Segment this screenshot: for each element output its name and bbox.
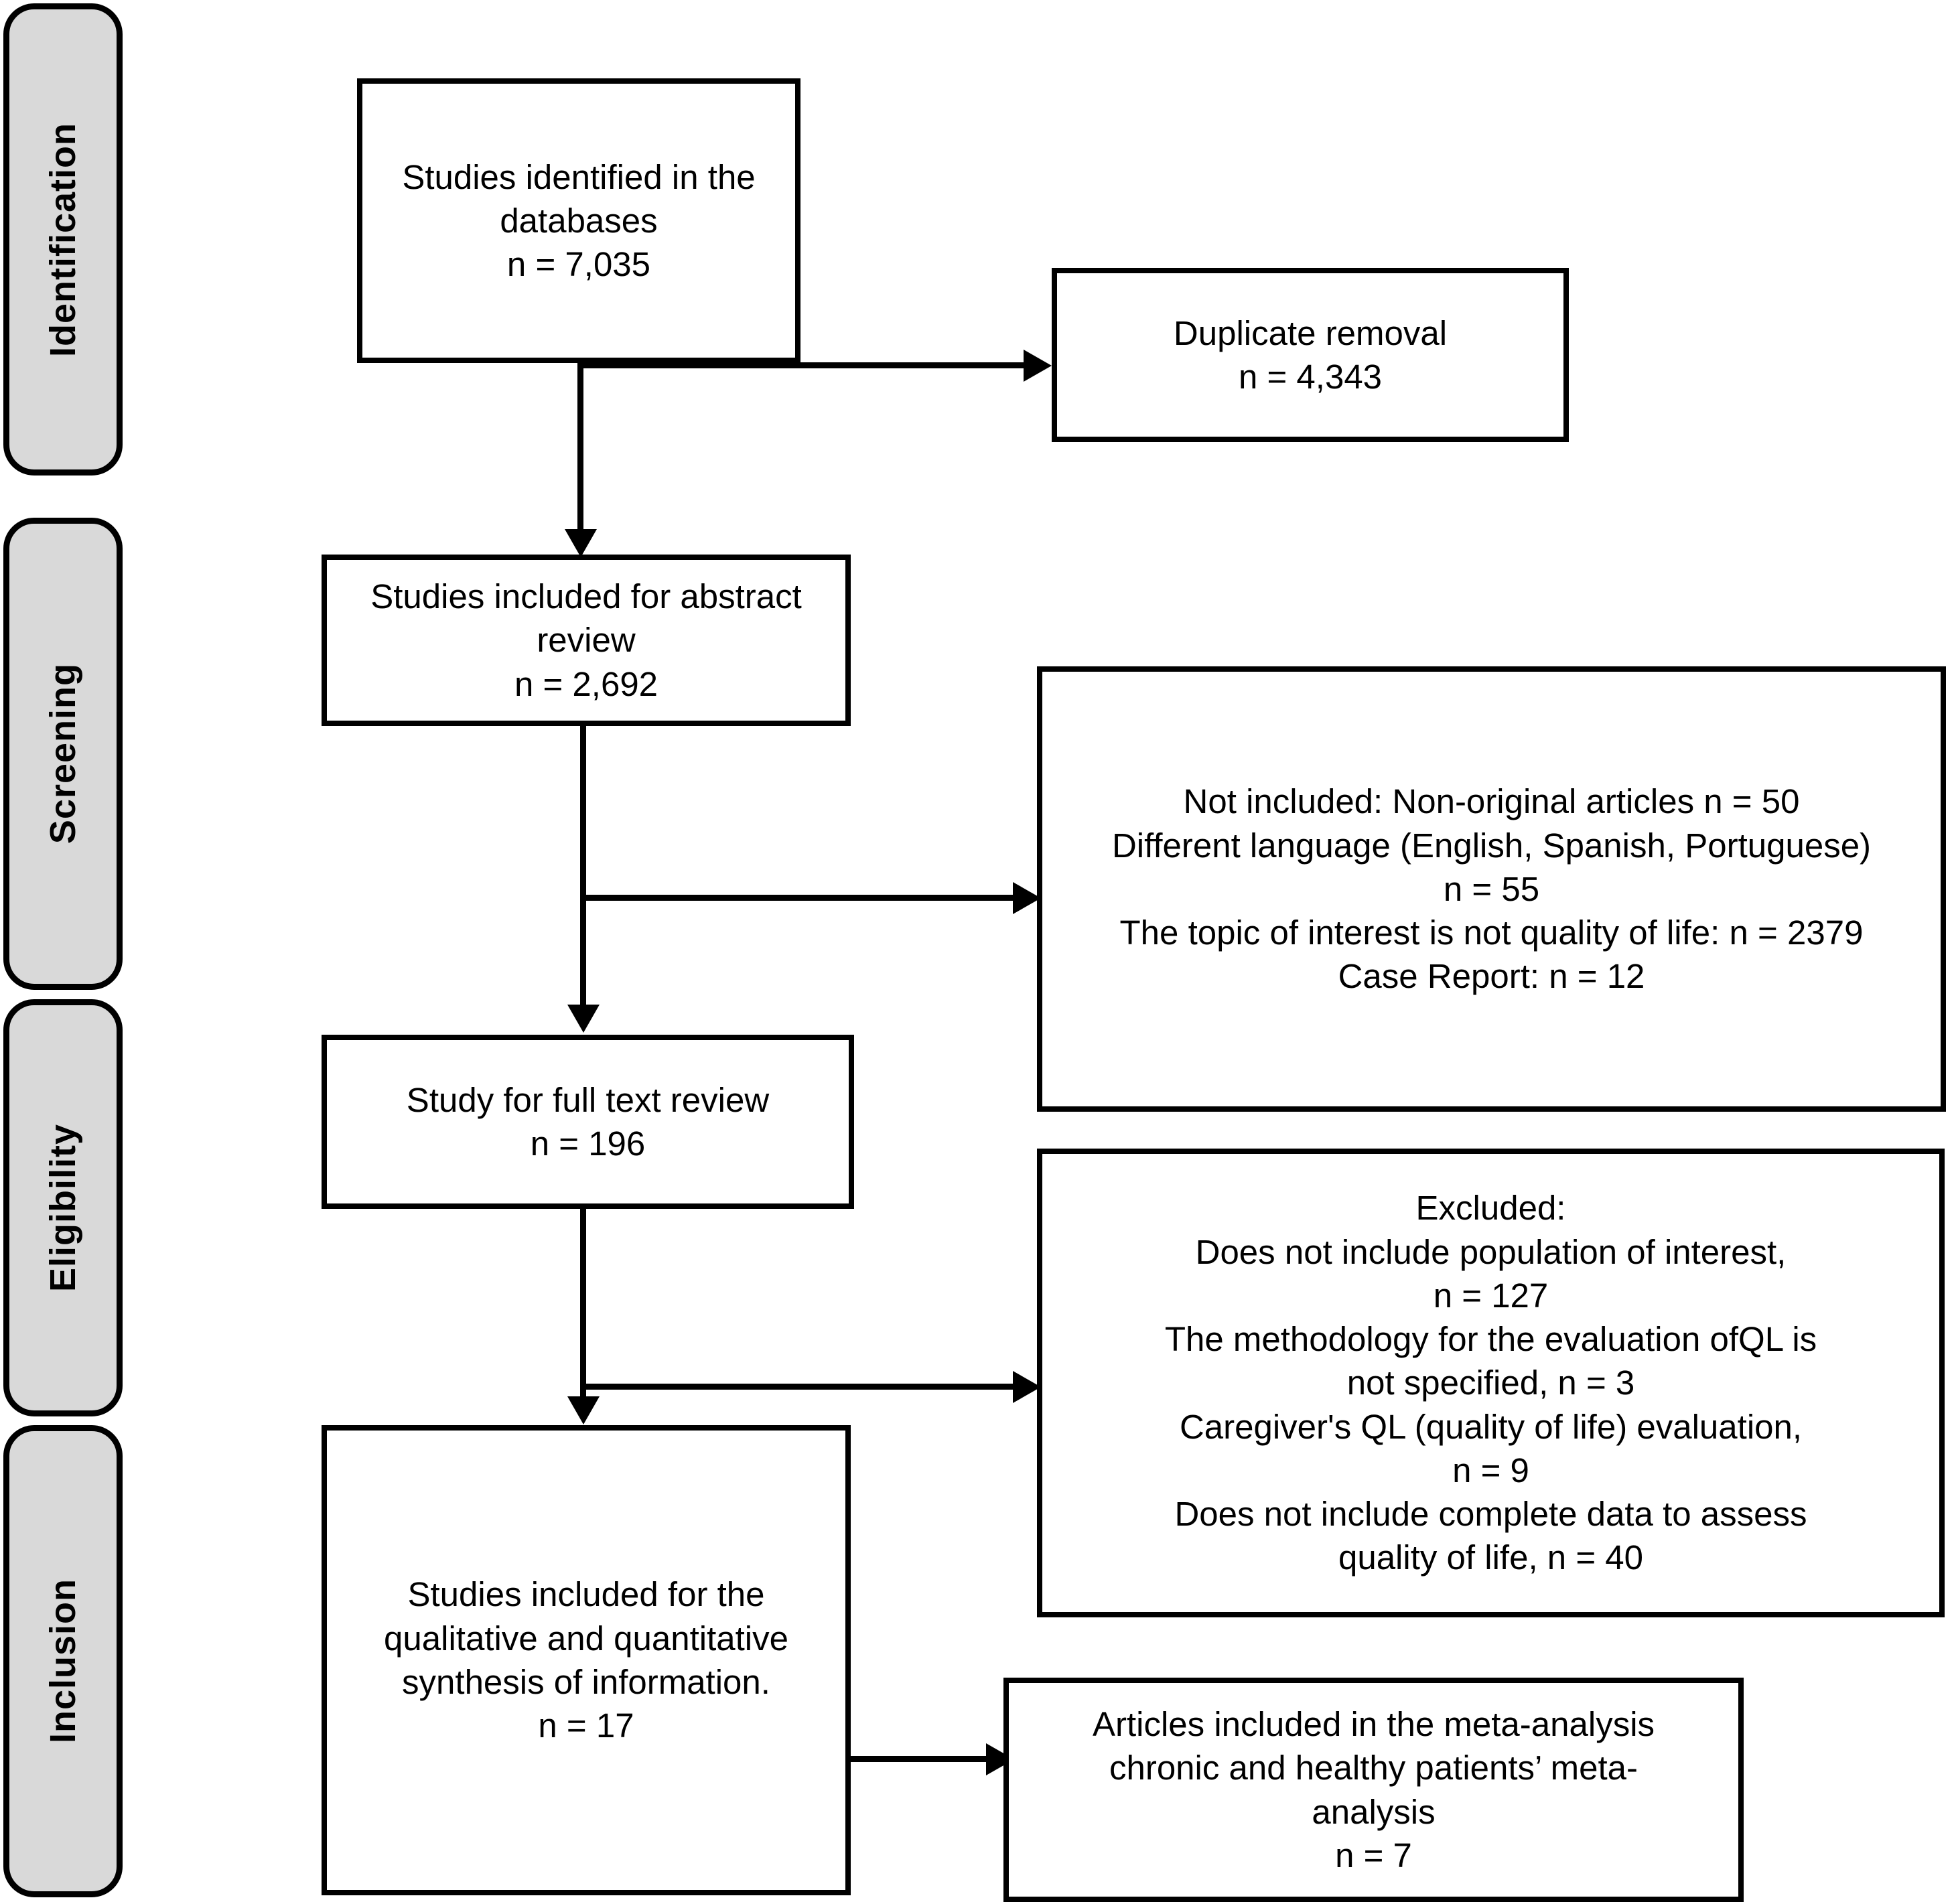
box-full-text-review-text: Study for full text review n = 196 xyxy=(406,1080,770,1163)
box-duplicate-removal-text: Duplicate removal n = 4,343 xyxy=(1173,313,1448,396)
arrow-fulltext-to-eligibility-exclusions xyxy=(1013,1371,1041,1403)
box-full-text-review: Study for full text review n = 196 xyxy=(322,1035,854,1209)
box-synthesis: Studies included for the qualitative and… xyxy=(322,1425,851,1895)
box-meta-analysis: Articles included in the meta-analysis c… xyxy=(1003,1678,1744,1902)
arrow-identified-to-duplicates xyxy=(1024,350,1052,382)
box-eligibility-exclusions-text: Excluded: Does not include population of… xyxy=(1164,1189,1817,1577)
stage-tab-screening-label: Screening xyxy=(43,663,83,845)
connector-abstract-trunk xyxy=(580,725,586,1009)
arrow-identified-to-abstract xyxy=(565,529,597,557)
stage-tab-screening: Screening xyxy=(3,518,123,990)
stage-tab-identification-label: Identification xyxy=(43,122,83,357)
stage-tab-identification: Identification xyxy=(3,3,123,475)
connector-identified-trunk xyxy=(577,360,583,533)
box-eligibility-exclusions: Excluded: Does not include population of… xyxy=(1037,1149,1945,1617)
connector-abstract-to-screening-exclusions xyxy=(580,895,1016,901)
box-abstract-review-text: Studies included for abstract review n =… xyxy=(370,577,802,703)
box-studies-identified: Studies identified in the databases n = … xyxy=(357,78,800,363)
box-abstract-review: Studies included for abstract review n =… xyxy=(322,555,851,726)
connector-fulltext-trunk xyxy=(580,1207,586,1401)
stage-tab-inclusion: Inclusion xyxy=(3,1425,123,1897)
connector-synthesis-to-meta-analysis xyxy=(849,1756,1000,1762)
box-studies-identified-text: Studies identified in the databases n = … xyxy=(402,157,756,284)
box-screening-exclusions: Not included: Non-original articles n = … xyxy=(1037,666,1946,1112)
stage-tab-inclusion-label: Inclusion xyxy=(43,1579,83,1744)
stage-tab-eligibility: Eligibility xyxy=(3,999,123,1416)
box-synthesis-text: Studies included for the qualitative and… xyxy=(384,1575,788,1745)
connector-identified-to-duplicates xyxy=(577,362,1026,368)
stage-tab-eligibility-label: Eligibility xyxy=(43,1123,83,1293)
box-meta-analysis-text: Articles included in the meta-analysis c… xyxy=(1092,1704,1655,1875)
arrow-abstract-to-fulltext xyxy=(567,1005,600,1033)
arrow-fulltext-to-synthesis xyxy=(567,1396,600,1424)
box-duplicate-removal: Duplicate removal n = 4,343 xyxy=(1052,268,1569,442)
connector-fulltext-to-eligibility-exclusions xyxy=(580,1384,1016,1390)
arrow-abstract-to-screening-exclusions xyxy=(1013,882,1041,914)
box-screening-exclusions-text: Not included: Non-original articles n = … xyxy=(1111,782,1872,996)
